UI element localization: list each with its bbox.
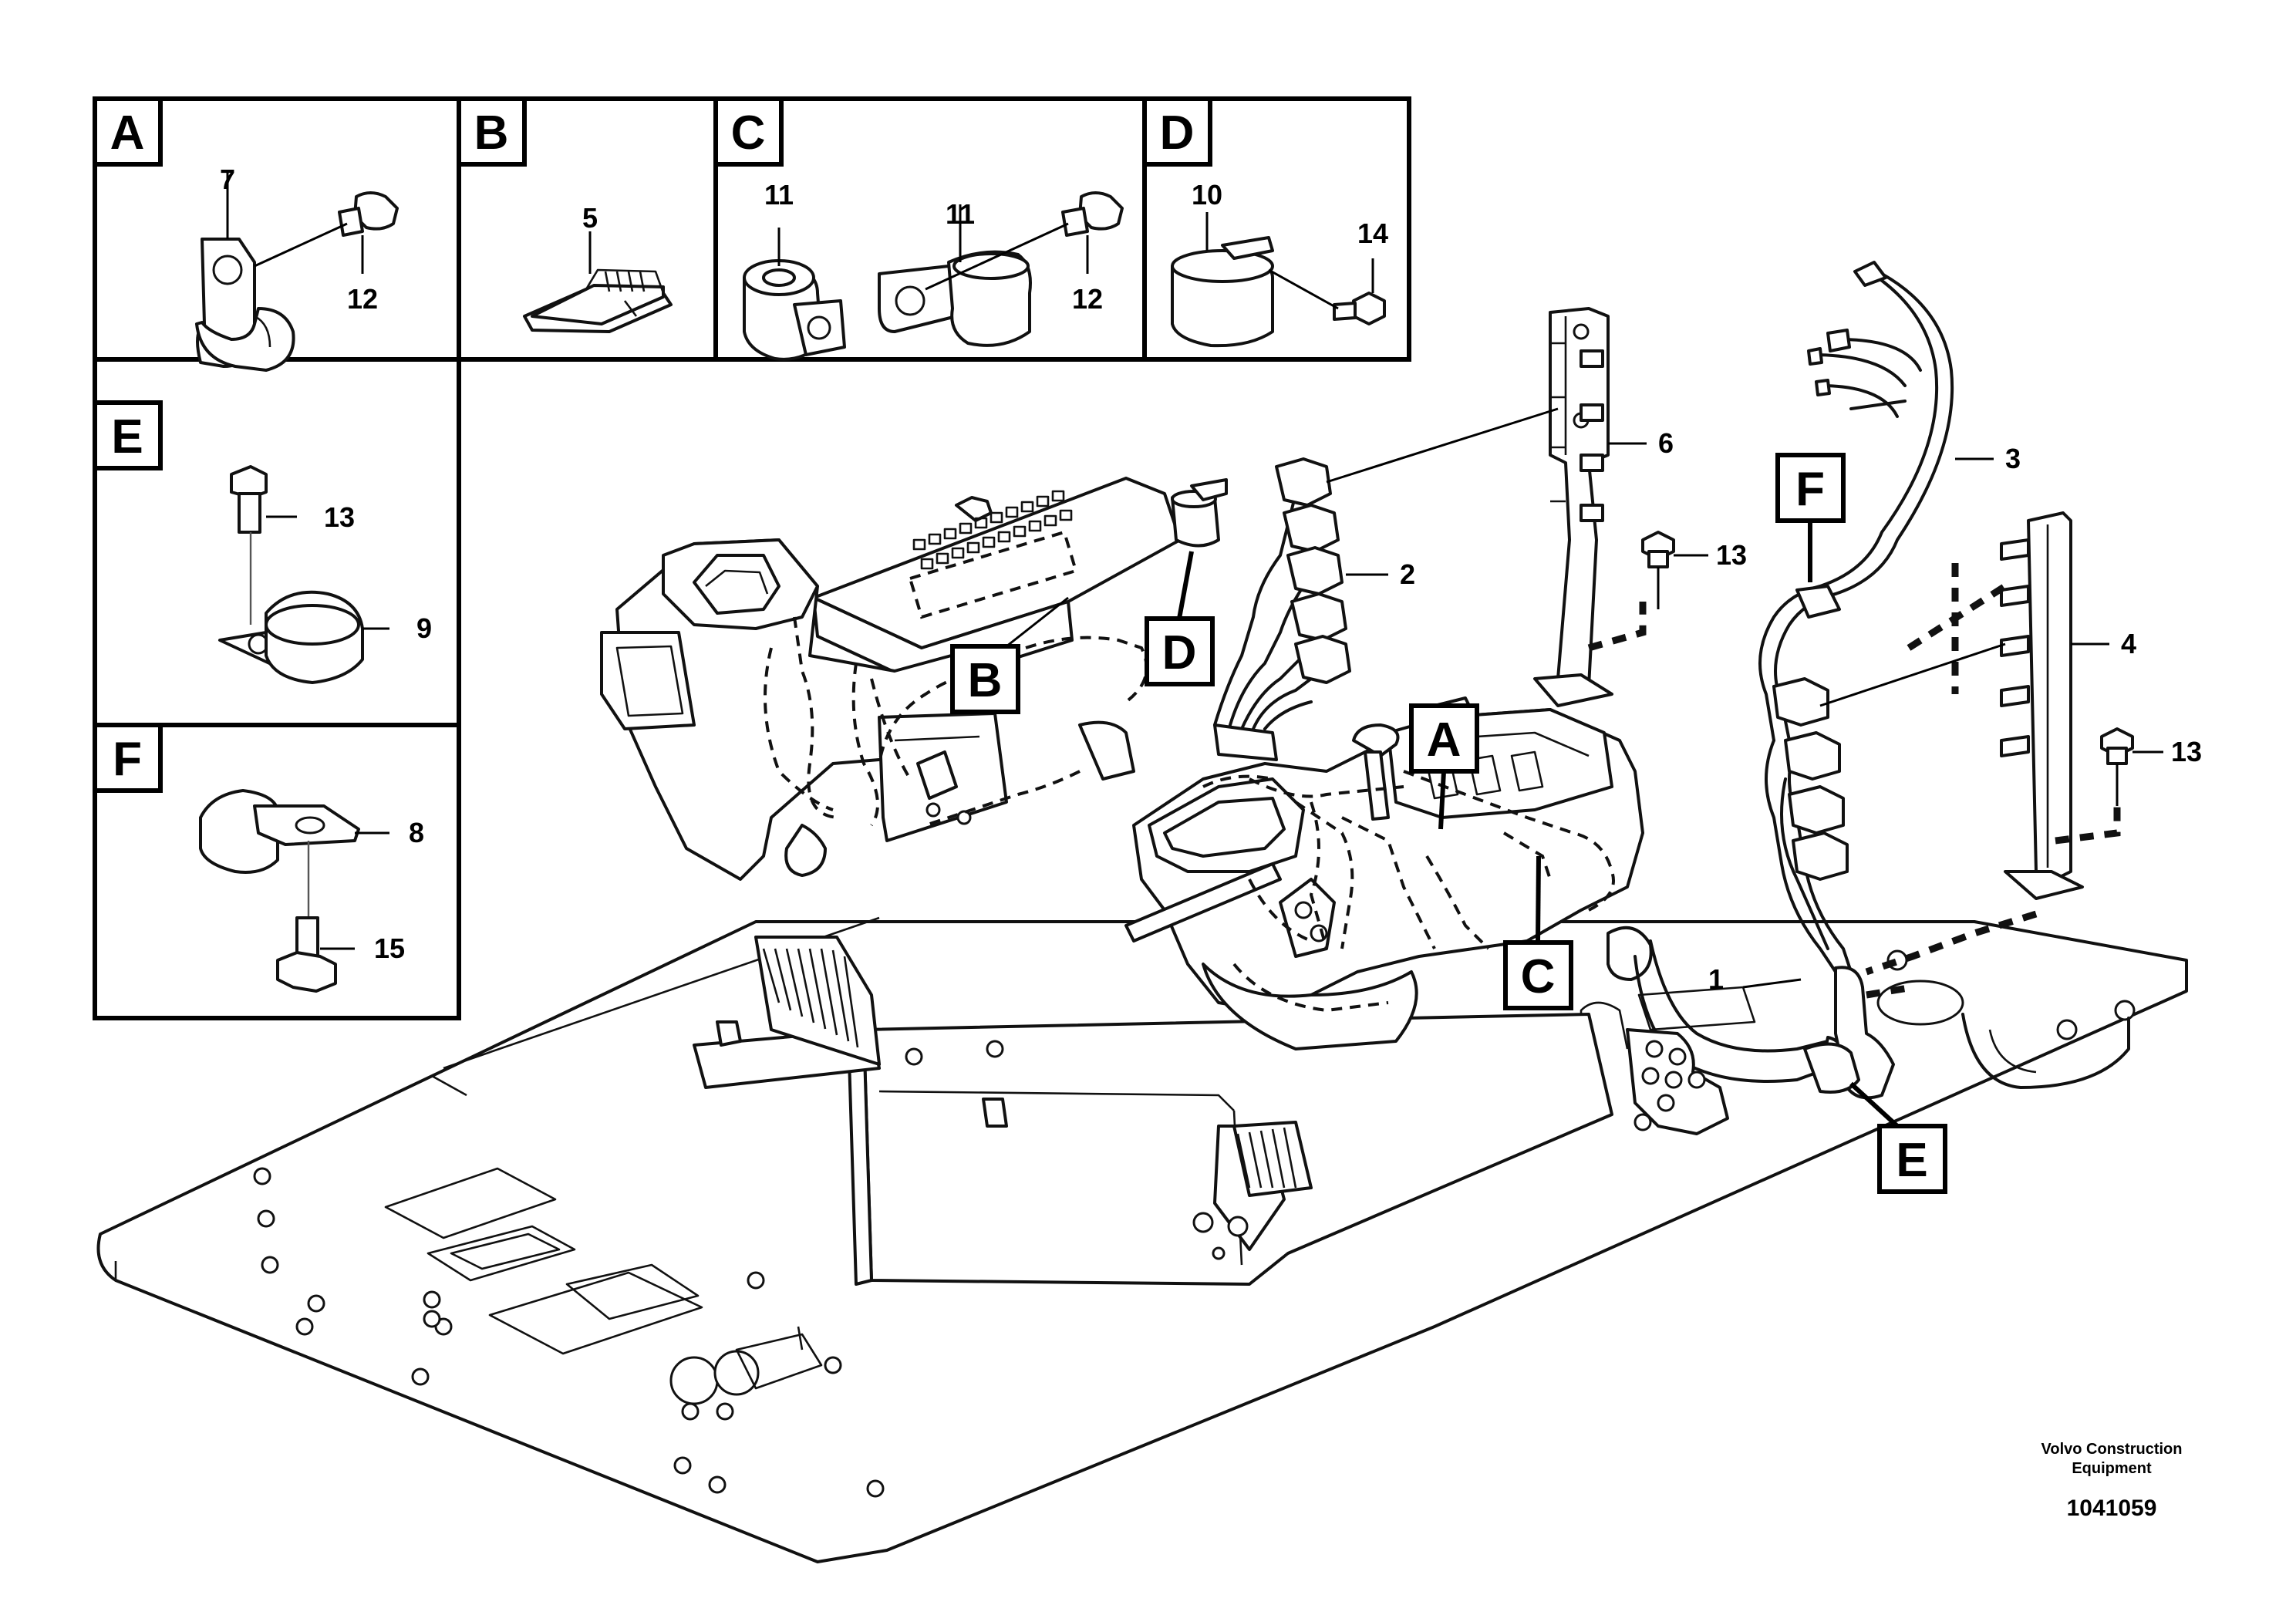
svg-text:7: 7 <box>220 164 235 195</box>
leader-harness2-bracket6 <box>1326 407 1559 484</box>
svg-text:E: E <box>1896 1134 1927 1187</box>
panel-label-f: F <box>93 723 163 793</box>
svg-text:13: 13 <box>324 501 355 533</box>
detail-a-clamp-7: 7 <box>195 164 295 372</box>
svg-text:11: 11 <box>946 198 975 230</box>
svg-text:10: 10 <box>1192 179 1222 211</box>
label-part-3: 3 <box>1955 443 2021 474</box>
detail-f-bolt-15: 15 <box>276 916 405 993</box>
svg-text:13: 13 <box>2171 736 2202 767</box>
svg-text:4: 4 <box>2121 628 2136 659</box>
svg-text:E: E <box>111 410 143 464</box>
detail-e-bolt-13: 13 <box>230 465 355 625</box>
detail-d-bolt-14: 14 <box>1268 218 1388 325</box>
panel-label-b: B <box>457 96 527 167</box>
svg-text:6: 6 <box>1658 427 1674 459</box>
callout-f: F <box>1775 453 1846 582</box>
clamp-10-loose <box>1171 478 1228 548</box>
label-part-13-right: 13 <box>2132 736 2202 767</box>
label-part-6: 6 <box>1608 427 1674 459</box>
harness-3 <box>1758 261 2008 1100</box>
detail-f-clamp-8: 8 <box>199 789 424 918</box>
svg-text:D: D <box>1160 106 1195 160</box>
svg-text:B: B <box>474 106 509 160</box>
svg-text:D: D <box>1162 626 1197 679</box>
document-number: 1041059 <box>2067 1496 2157 1521</box>
svg-text:Equipment: Equipment <box>2072 1460 2152 1477</box>
svg-text:A: A <box>110 106 145 160</box>
detail-a-bolt-12: 12 <box>254 191 399 315</box>
svg-text:11: 11 <box>764 179 794 211</box>
label-part-2: 2 <box>1346 558 1415 590</box>
svg-text:C: C <box>731 106 766 160</box>
svg-text:C: C <box>1521 950 1556 1003</box>
detail-c-clamp-11-right: 11 <box>878 198 1032 347</box>
svg-text:13: 13 <box>1716 539 1747 571</box>
panel-label-c: C <box>713 96 784 167</box>
detail-b-clip-5: 5 <box>523 202 673 333</box>
bolt-13-right <box>2100 727 2134 806</box>
bracket-4 <box>1865 511 2121 976</box>
callout-a: A <box>1409 703 1479 830</box>
svg-text:14: 14 <box>1357 218 1388 249</box>
svg-text:2: 2 <box>1400 558 1415 590</box>
floor-plate <box>96 916 2188 1563</box>
svg-text:F: F <box>1795 463 1825 516</box>
svg-text:F: F <box>113 733 142 786</box>
svg-text:1: 1 <box>1708 963 1724 995</box>
callout-d: D <box>1145 551 1215 686</box>
svg-text:15: 15 <box>374 932 405 964</box>
callout-b: B <box>950 596 1069 714</box>
detail-d-clamp-10: 10 <box>1171 179 1274 348</box>
label-part-13-upper: 13 <box>1674 539 1747 571</box>
main-harness <box>1607 926 1849 1135</box>
svg-text:5: 5 <box>582 202 598 234</box>
bolt-13-upper <box>1641 531 1675 609</box>
svg-text:12: 12 <box>1072 283 1103 315</box>
svg-text:9: 9 <box>416 612 432 644</box>
leader-harness3-bracket4 <box>1819 642 2006 707</box>
panel-label-e: E <box>93 400 163 470</box>
panel-label-a: A <box>93 96 163 167</box>
harness-2-connectors <box>1213 457 1351 761</box>
svg-text:B: B <box>968 654 1003 707</box>
bracket-6 <box>1533 307 1647 707</box>
label-part-1: 1 <box>1708 963 1802 995</box>
svg-text:Volvo Construction: Volvo Construction <box>2041 1441 2183 1458</box>
label-part-4: 4 <box>2071 628 2136 659</box>
svg-text:3: 3 <box>2005 443 2021 474</box>
detail-e-clamp-9: 9 <box>218 590 432 684</box>
svg-text:8: 8 <box>409 817 424 848</box>
svg-text:12: 12 <box>347 283 378 315</box>
detail-c-bolt-12: 12 <box>925 191 1124 315</box>
console-subframe <box>693 936 1613 1286</box>
callout-c: C <box>1503 855 1573 1010</box>
panel-label-d: D <box>1142 96 1212 167</box>
left-console <box>600 538 1148 881</box>
svg-text:A: A <box>1427 713 1462 767</box>
detail-c-clamp-11-left: 11 <box>743 179 846 361</box>
footer-brand: Volvo Construction Equipment <box>2041 1441 2183 1477</box>
callout-e: E <box>1849 1081 1947 1194</box>
